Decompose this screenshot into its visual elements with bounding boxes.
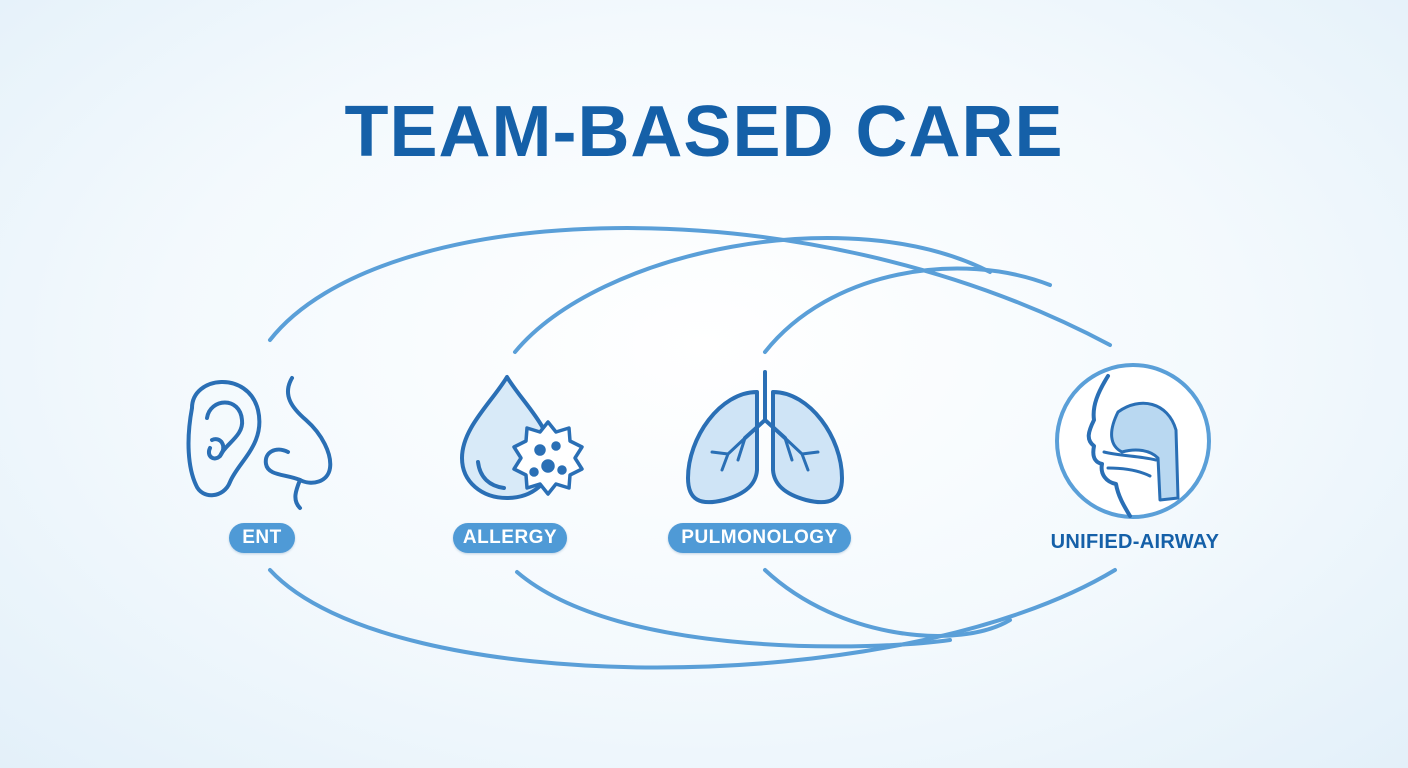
- arc-allergy-top: [513, 236, 992, 354]
- nose-icon: [263, 376, 333, 510]
- arc-ent-top: [268, 226, 1112, 347]
- ent-label: ENT: [229, 523, 295, 553]
- allergen-icon: [512, 420, 584, 496]
- arc-pulm-top: [763, 266, 1052, 354]
- allergy-label: ALLERGY: [453, 523, 567, 553]
- airway-head-icon: [1055, 363, 1211, 519]
- lungs-icon: [686, 370, 844, 505]
- connector-arcs: [268, 226, 1117, 670]
- arc-ent-bottom: [268, 568, 1117, 670]
- arc-pulm-bottom: [763, 568, 1012, 638]
- page-title: TEAM-BASED CARE: [344, 92, 1064, 172]
- pulmonology-label: PULMONOLOGY: [668, 523, 851, 553]
- ear-icon: [186, 380, 262, 498]
- unified-airway-label: UNIFIED-AIRWAY: [1050, 531, 1220, 553]
- arc-allergy-bottom: [515, 570, 952, 649]
